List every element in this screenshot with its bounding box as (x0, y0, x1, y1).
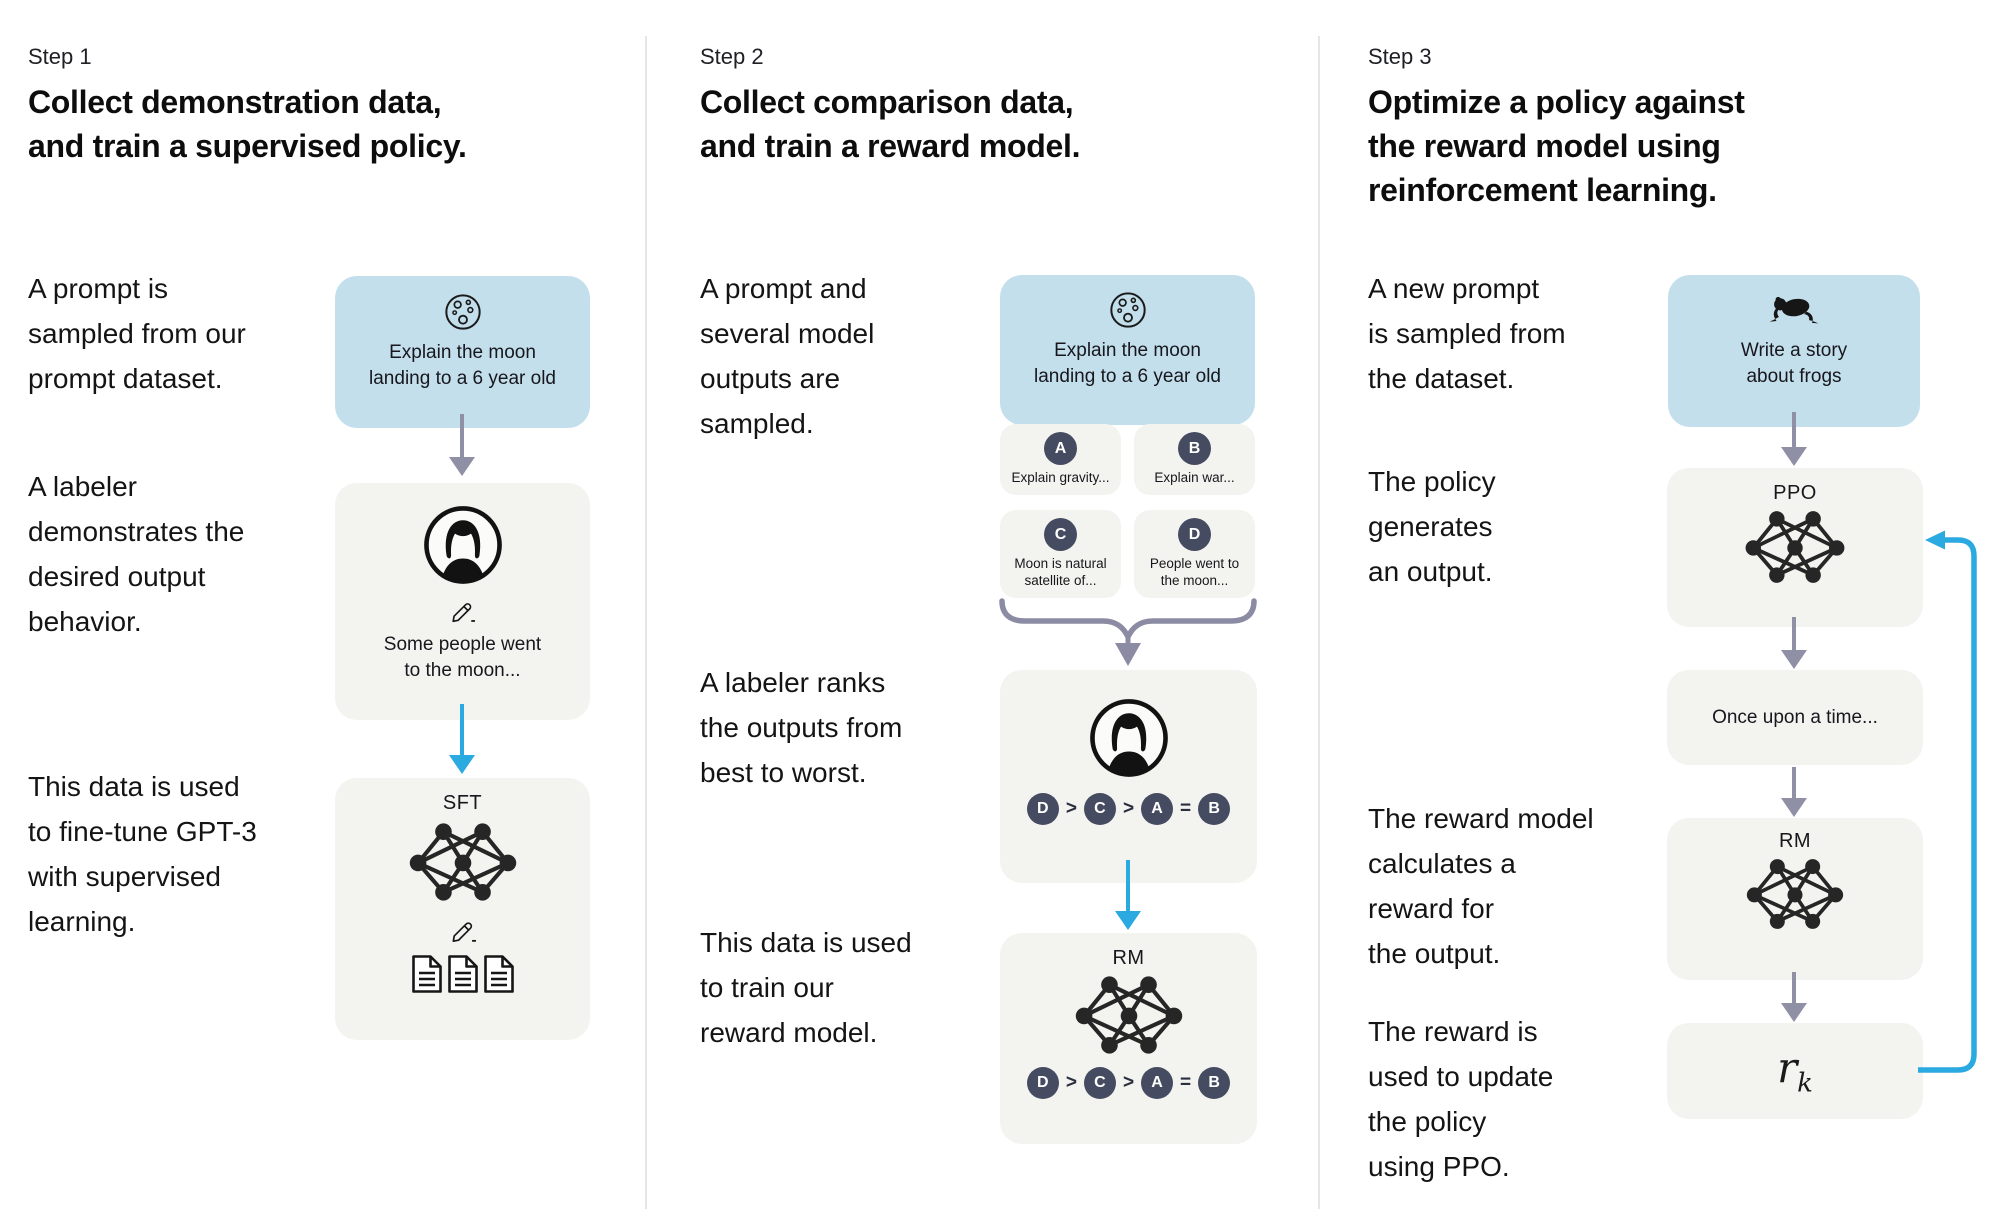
output-c-badge: C (1044, 518, 1077, 551)
output-b-badge: B (1178, 432, 1211, 465)
step3-caption-newprompt: A new prompt is sampled from the dataset… (1368, 273, 1566, 394)
step3-caption-update: The reward is used to update the policy … (1368, 1016, 1554, 1182)
document-icon (410, 954, 444, 994)
step3-prompt-text: Write a story about frogs (1740, 340, 1848, 387)
brace-gather-icon (999, 598, 1257, 666)
output-d-text: People went to the moon... (1149, 556, 1240, 588)
rank-badge-a: A (1141, 1067, 1174, 1099)
labeler-icon (1087, 696, 1171, 780)
network-icon (1742, 856, 1848, 932)
output-b-box: B Explain war... (1134, 424, 1255, 495)
column-separator-1 (645, 36, 647, 1209)
rank-badge-c: C (1083, 1067, 1116, 1099)
step3-label: Step 3 (1368, 44, 1432, 69)
step2-ranking-box: D > C > A = B (1000, 670, 1257, 883)
rank-badge-d: D (1026, 1067, 1059, 1099)
feedback-loop-arrow-icon (1918, 530, 1977, 1073)
reward-symbol-r: r (1777, 1043, 1798, 1093)
output-a-box: A Explain gravity... (1000, 424, 1121, 495)
column-separator-2 (1318, 36, 1320, 1209)
step3-prompt-box: Write a story about frogs (1668, 275, 1920, 427)
step1-demonstration-text: Some people went to the moon... (383, 634, 542, 681)
step2-prompt-text: Explain the moon landing to a 6 year old (1034, 340, 1221, 387)
output-a-badge: A (1044, 432, 1077, 465)
output-c-box: C Moon is natural satellite of... (1000, 510, 1121, 598)
ppo-label: PPO (1773, 482, 1817, 504)
document-icon (446, 954, 480, 994)
step1-caption-labeler: A labeler demonstrates the desired outpu… (28, 471, 245, 637)
documents-icon (410, 954, 516, 994)
rank-operator: > (1065, 1072, 1077, 1093)
rank-operator: = (1180, 1072, 1192, 1093)
arrow-down-icon (1781, 617, 1807, 669)
rm-label: RM (1112, 947, 1145, 969)
arrow-down-icon (1781, 972, 1807, 1022)
step3-output-text: Once upon a time... (1712, 706, 1878, 728)
step3-caption-reward: The reward model calculates a reward for… (1368, 803, 1594, 969)
pencil-icon (449, 916, 477, 944)
step1-title: Collect demonstration data, and train a … (28, 84, 467, 164)
step1-caption-prompt: A prompt is sampled from our prompt data… (28, 273, 246, 394)
step1-sft-model-box: SFT (335, 778, 590, 1040)
output-d-box: D People went to the moon... (1134, 510, 1255, 598)
frog-icon (1768, 292, 1820, 328)
step3-title: Optimize a policy against the reward mod… (1368, 84, 1745, 208)
step2-label: Step 2 (700, 44, 764, 69)
network-icon (1070, 973, 1188, 1057)
rank-operator: > (1122, 1072, 1135, 1093)
arrow-down-icon (449, 414, 475, 476)
step2-caption-train: This data is used to train our reward mo… (700, 927, 912, 1048)
step2-caption-sampled: A prompt and several model outputs are s… (700, 273, 875, 439)
sft-label: SFT (442, 792, 483, 814)
step1-prompt-text: Explain the moon landing to a 6 year old (369, 342, 556, 389)
rank-badge-d: D (1026, 793, 1059, 825)
document-icon (482, 954, 516, 994)
ranking-row: D > C > A = B (1026, 1067, 1231, 1099)
step3-reward-value-box: rk (1667, 1023, 1923, 1119)
rank-badge-c: C (1083, 793, 1116, 825)
rank-badge-a: A (1141, 793, 1174, 825)
moon-icon (443, 292, 483, 332)
step1-prompt-box: Explain the moon landing to a 6 year old (335, 276, 590, 428)
step2-caption-ranks: A labeler ranks the outputs from best to… (700, 667, 903, 788)
rank-operator: = (1180, 798, 1192, 819)
arrow-down-icon (449, 704, 475, 774)
ranking-row: D > C > A = B (1026, 793, 1231, 825)
rank-badge-b: B (1198, 1067, 1231, 1099)
pencil-icon (449, 597, 476, 624)
moon-icon (1108, 290, 1148, 330)
rank-operator: > (1122, 798, 1135, 819)
reward-symbol: rk (1777, 1043, 1813, 1098)
output-b-text: Explain war... (1154, 470, 1235, 485)
rank-badge-b: B (1198, 793, 1231, 825)
arrow-down-icon (1115, 860, 1141, 930)
step2-reward-model-box: RM D > C > A = B (1000, 933, 1257, 1144)
step3-caption-policy: The policy generates an output. (1368, 466, 1496, 587)
arrow-down-icon (1781, 412, 1807, 466)
step3-output-box: Once upon a time... (1667, 670, 1923, 765)
labeler-icon (421, 503, 505, 587)
network-icon (404, 820, 522, 904)
step2-prompt-box: Explain the moon landing to a 6 year old (1000, 275, 1255, 425)
model-outputs-grid: A Explain gravity... B Explain war... C … (1000, 424, 1255, 598)
output-c-text: Moon is natural satellite of... (1014, 556, 1107, 588)
step2-title: Collect comparison data, and train a rew… (700, 84, 1081, 164)
step3-ppo-policy-box: PPO (1667, 468, 1923, 627)
output-a-text: Explain gravity... (1011, 470, 1110, 485)
step1-labeler-box: Some people went to the moon... (335, 483, 590, 720)
step3-reward-model-box: RM (1667, 818, 1923, 980)
rank-operator: > (1065, 798, 1077, 819)
reward-symbol-k: k (1797, 1068, 1813, 1099)
step1-caption-finetune: This data is used to fine-tune GPT-3 wit… (28, 771, 257, 937)
step1-label: Step 1 (28, 44, 92, 69)
arrow-down-icon (1781, 767, 1807, 817)
rm-label: RM (1778, 830, 1812, 852)
output-d-badge: D (1178, 518, 1211, 551)
network-icon (1740, 508, 1850, 586)
